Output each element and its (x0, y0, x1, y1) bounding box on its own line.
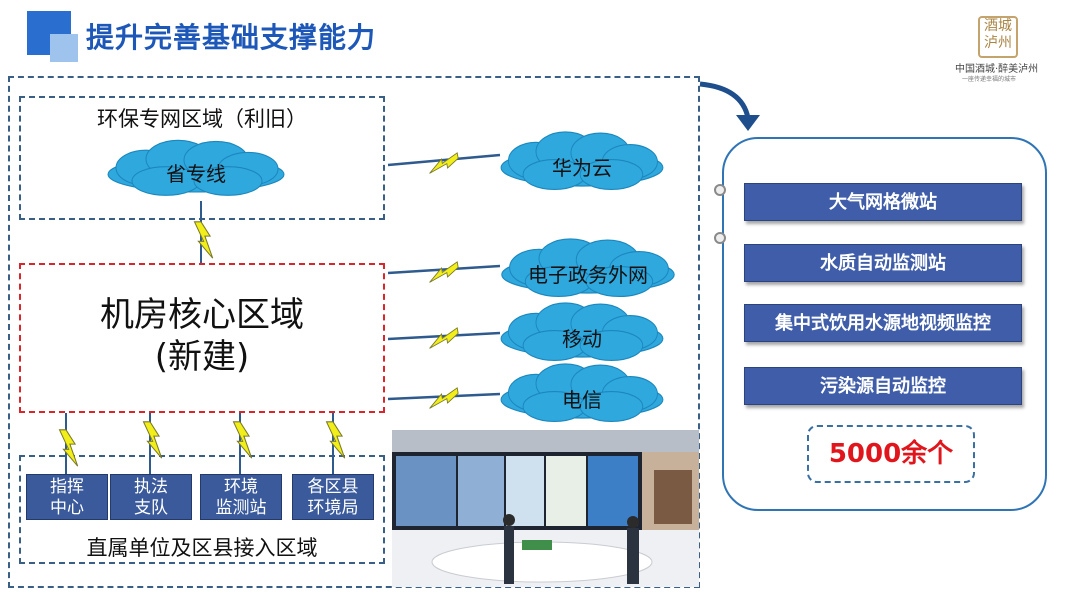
logo-subslogan: 一座传递幸福的城市 (962, 76, 1017, 83)
binder-ring-icon (714, 184, 726, 196)
monitor-water-quality-station: 水质自动监测站 (744, 244, 1022, 282)
monitor-drinking-water-video: 集中式饮用水源地视频监控 (744, 304, 1022, 342)
unit-label-line1: 执法 (134, 477, 168, 497)
unit-monitoring-station: 环境 监测站 (200, 474, 282, 520)
lightning-bolt-icon (193, 221, 214, 259)
unit-district-bureau: 各区县 环境局 (292, 474, 374, 520)
lightning-bolt-icon (232, 421, 253, 459)
title-accent-square-light (50, 34, 78, 62)
link-egov-extranet (387, 264, 501, 275)
unit-label-line2: 监测站 (215, 498, 267, 518)
unit-label-line2: 中心 (50, 498, 84, 518)
lightning-bolt-icon (426, 261, 461, 283)
unit-label-line2: 环境局 (307, 498, 359, 518)
monitor-air-grid-station: 大气网格微站 (744, 183, 1022, 221)
core-room-region (19, 263, 385, 413)
access-area-label: 直属单位及区县接入区域 (86, 536, 318, 560)
lightning-bolt-icon (142, 421, 163, 459)
link-telecom (387, 392, 501, 401)
env-network-label: 环保专网区域（利旧） (97, 107, 307, 131)
access-region (19, 455, 385, 564)
core-room-subtitle: (新建) (154, 337, 250, 377)
unit-label-line1: 环境 (224, 477, 258, 497)
curved-arrow (699, 81, 751, 119)
cloud-label-province: 省专线 (166, 162, 226, 186)
page-title: 提升完善基础支撑能力 (86, 21, 377, 54)
unit-label-line1: 各区县 (307, 477, 359, 497)
lightning-bolt-icon (58, 429, 79, 467)
binder-ring-icon (714, 232, 726, 244)
city-logo: 酒城泸州 (978, 16, 1018, 58)
logo-slogan: 中国酒城·醉美泸州 (955, 64, 1039, 75)
lightning-bolt-icon (325, 421, 346, 459)
core-room-title: 机房核心区域 (100, 295, 304, 335)
unit-label-line2: 支队 (134, 498, 168, 518)
cloud-label-huawei: 华为云 (552, 156, 612, 180)
cloud-label-egov: 电子政务外网 (528, 263, 648, 287)
cloud-label-telecom: 电信 (562, 388, 602, 412)
monitor-pollution-source: 污染源自动监控 (744, 367, 1022, 405)
link-huawei-cloud (387, 153, 501, 167)
unit-enforcement-team: 执法 支队 (110, 474, 192, 520)
arrow-head-icon (736, 115, 760, 131)
cloud-label-mobile: 移动 (562, 327, 602, 351)
unit-label-line1: 指挥 (50, 477, 84, 497)
core-room-label: 机房核心区域 (新建) (19, 294, 385, 378)
control-room-image (392, 430, 699, 587)
monitoring-count: 5000余个 (807, 425, 975, 483)
lightning-bolt-icon (426, 327, 461, 349)
network-diagram-frame (8, 76, 700, 588)
monitoring-panel (722, 137, 1047, 511)
control-room-photo (392, 430, 699, 587)
unit-command-center: 指挥 中心 (26, 474, 108, 520)
link-mobile (387, 331, 501, 341)
lightning-bolt-icon (426, 152, 461, 174)
